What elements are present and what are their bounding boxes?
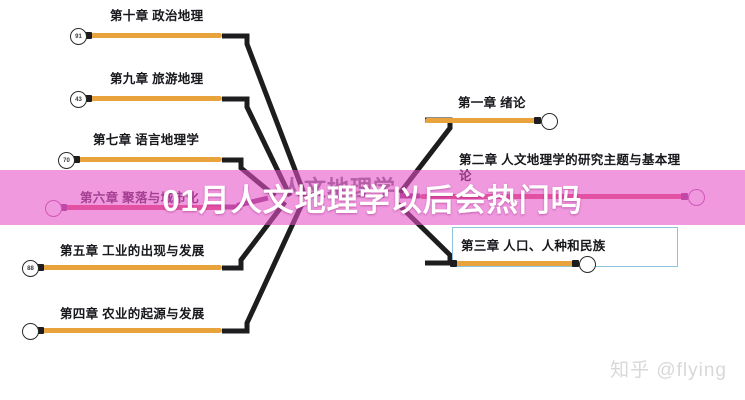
node-badge-right-0[interactable] — [541, 113, 558, 130]
node-badge-left-0[interactable]: 91 — [70, 28, 87, 45]
node-cap-right-0 — [534, 117, 541, 124]
node-label-left-4[interactable]: 第五章 工业的出现与发展 — [60, 244, 205, 258]
promo-banner-title: 01月人文地理学以后会热门吗 — [162, 183, 583, 218]
node-badge-left-1[interactable]: 43 — [70, 91, 87, 108]
node-bar-left-4[interactable] — [42, 265, 222, 270]
node-cap-left-1 — [85, 95, 92, 102]
node-cap-left-0 — [85, 32, 92, 39]
node-cap-left-4 — [37, 264, 44, 271]
node-label-right-0[interactable]: 第一章 绪论 — [458, 96, 526, 110]
node-badge-left-4[interactable]: 88 — [22, 260, 39, 277]
node-cap-left-2 — [73, 156, 80, 163]
promo-banner — [0, 170, 745, 225]
node-cap-right-2 — [572, 260, 579, 267]
node-label-right-2[interactable]: 第三章 人口、人种和民族 — [461, 239, 606, 253]
watermark-text: 知乎 @flying — [610, 360, 727, 381]
selection-box[interactable] — [452, 227, 678, 267]
node-badge-right-2[interactable] — [579, 256, 596, 273]
node-bar-left-1[interactable] — [90, 96, 222, 101]
node-label-left-5[interactable]: 第四章 农业的起源与发展 — [60, 307, 205, 321]
node-bar-right-2[interactable] — [455, 261, 576, 266]
node-bar-left-5[interactable] — [42, 328, 222, 333]
node-cap-left-5 — [37, 327, 44, 334]
node-label-left-0[interactable]: 第十章 政治地理 — [110, 9, 204, 23]
node-label-left-2[interactable]: 第七章 语言地理学 — [93, 133, 200, 147]
node-bar-left-2[interactable] — [78, 157, 222, 162]
node-bar-right-0[interactable] — [425, 118, 538, 123]
node-bar-left-0[interactable] — [90, 33, 222, 38]
node-badge-left-5[interactable] — [22, 323, 39, 340]
node-badge-left-2[interactable]: 70 — [58, 152, 75, 169]
node-cap-right-2-left — [450, 260, 457, 267]
node-label-left-1[interactable]: 第九章 旅游地理 — [110, 72, 204, 86]
